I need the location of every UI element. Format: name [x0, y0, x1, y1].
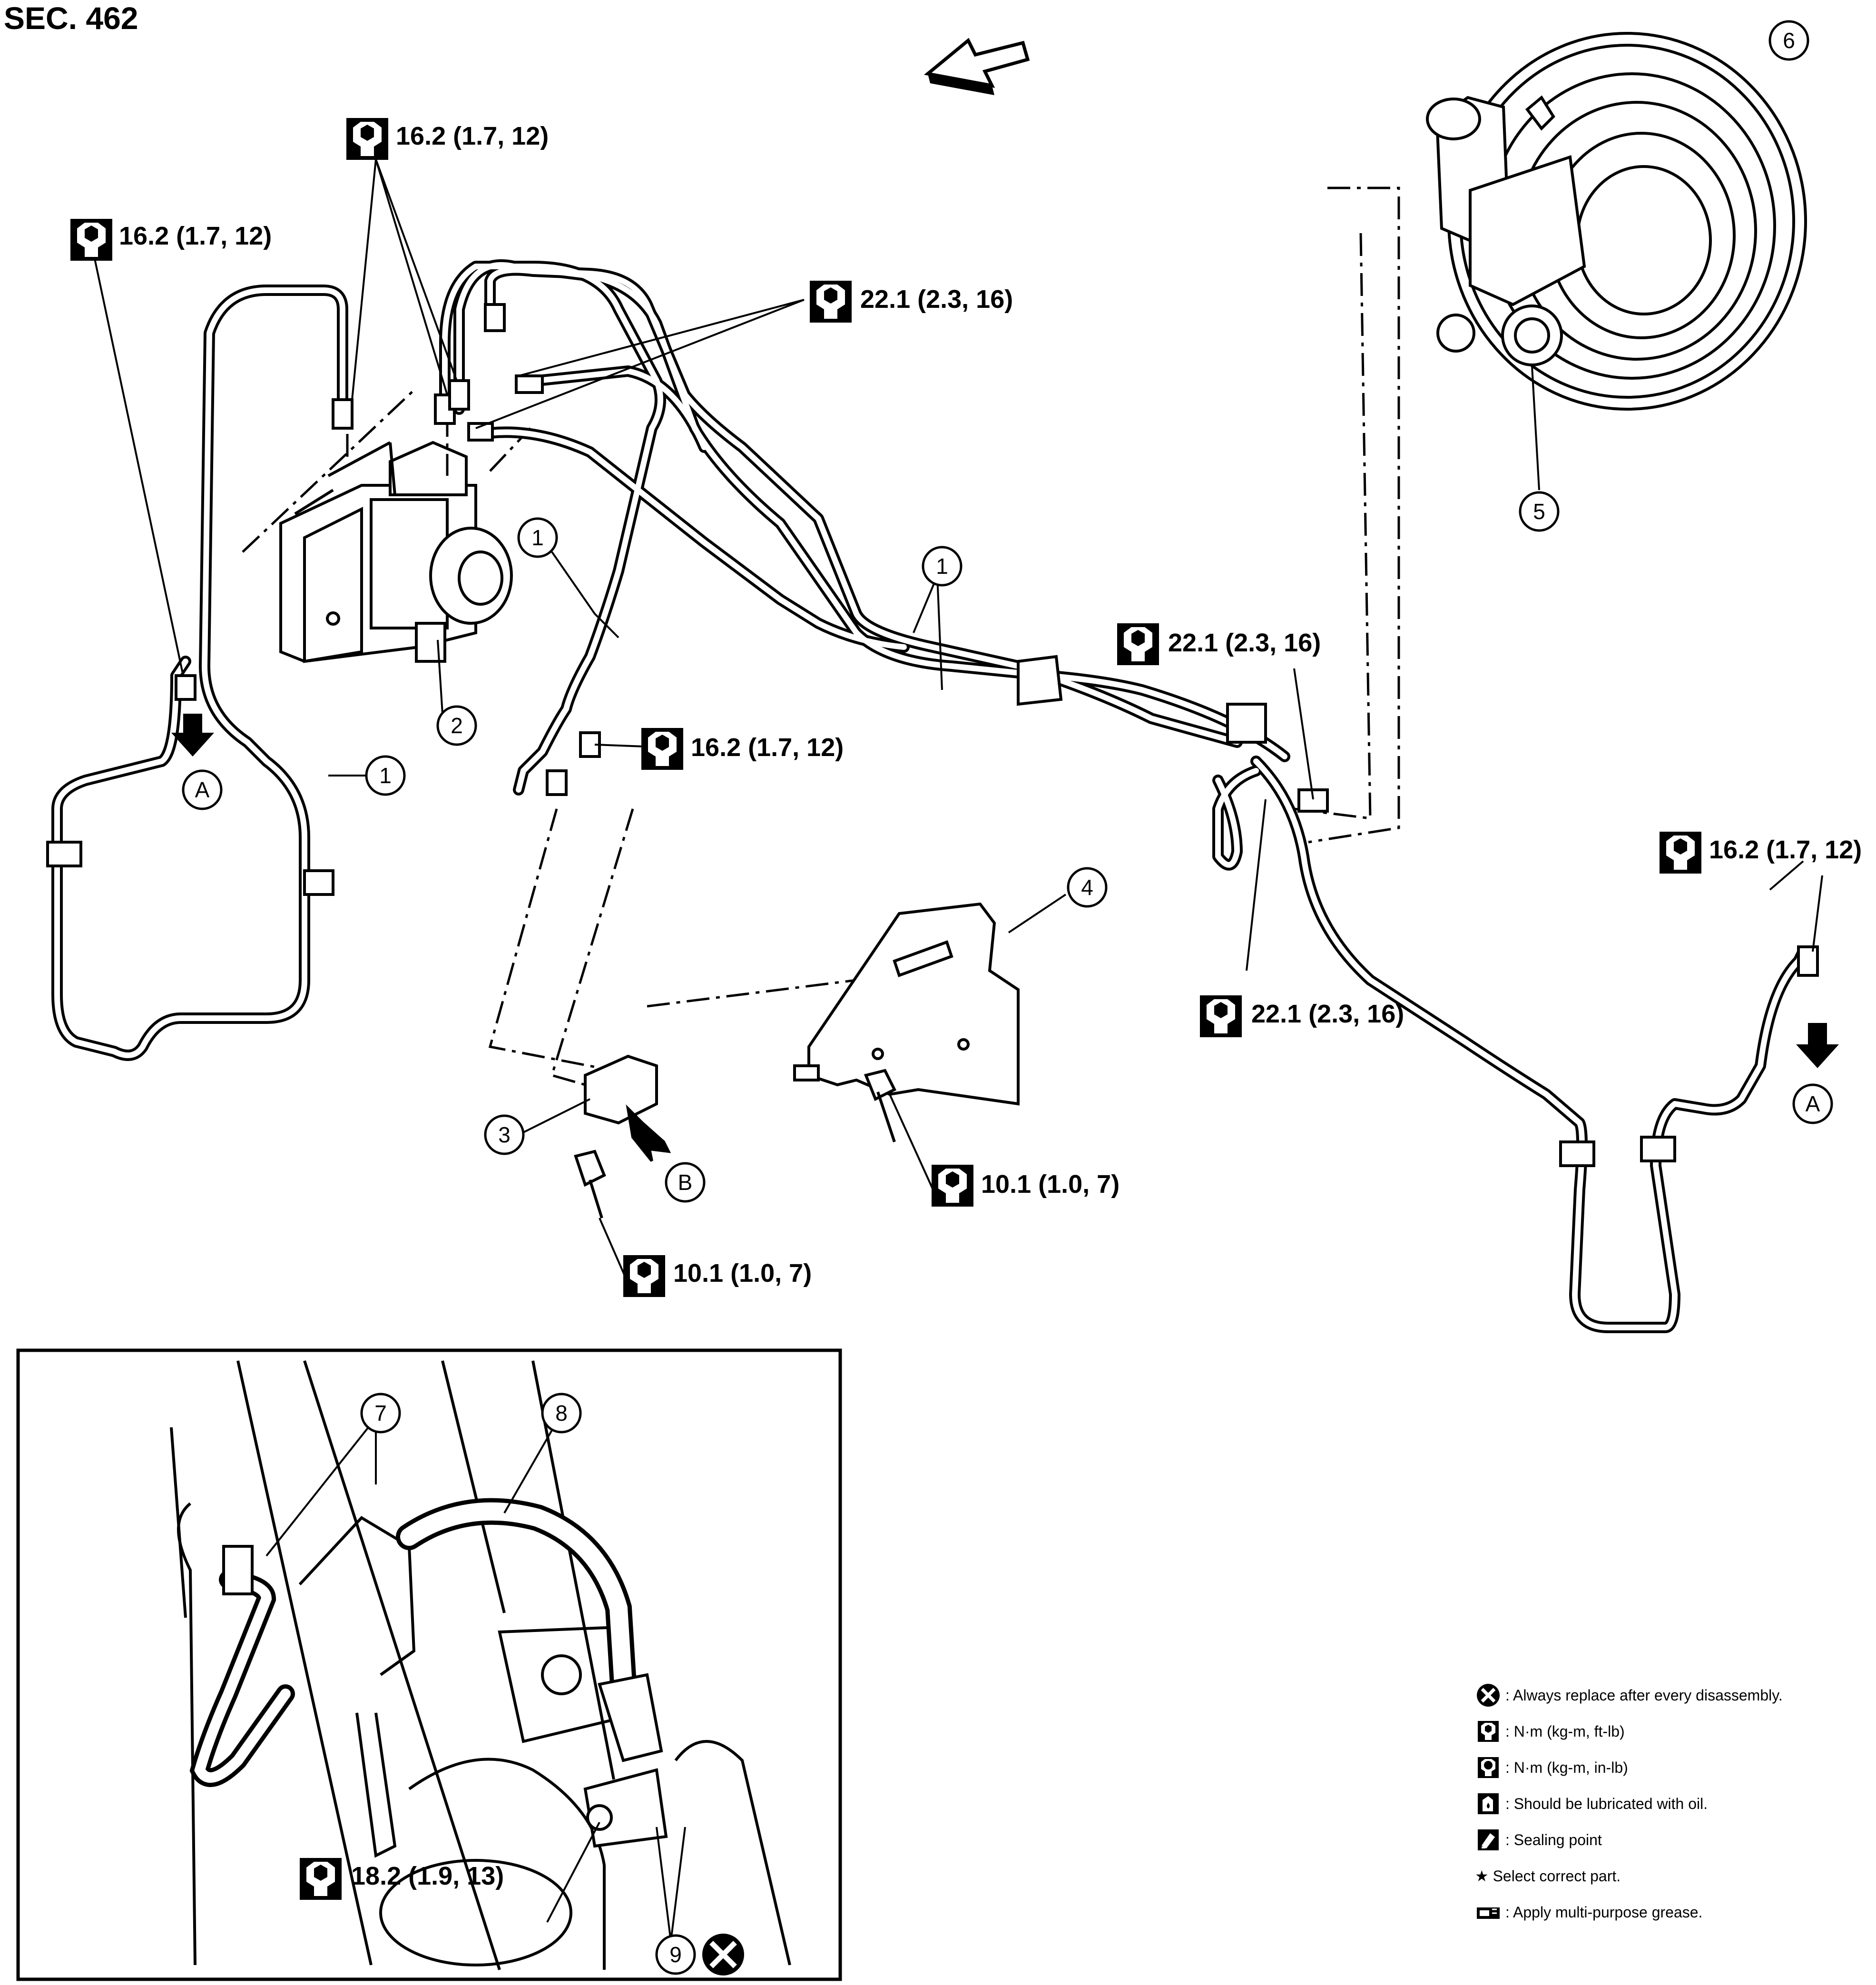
legend-text: : Apply multi-purpose grease. [1505, 1903, 1703, 1921]
callout-9: 9 [669, 1942, 682, 1967]
leader-lines [92, 159, 1823, 1295]
torque-label: 16.2 (1.7, 12) [119, 222, 272, 250]
torque-label: 16.2 (1.7, 12) [396, 122, 549, 150]
front-direction-arrow [923, 38, 1030, 95]
brake-hose-7-inner [194, 1574, 291, 1783]
callout-7: 7 [374, 1401, 387, 1425]
legend-text: : Sealing point [1505, 1831, 1602, 1848]
legend-text: ★ Select correct part. [1475, 1867, 1621, 1885]
callout-6: 6 [1783, 28, 1795, 53]
callout-labels: 1 1 1 2 3 4 5 6 7 8 9 A A B [195, 28, 1820, 1967]
wrench-icon [932, 1165, 973, 1207]
detail-inset-frame [16, 1348, 842, 1981]
bolts [574, 1064, 897, 1219]
legend-text: : N·m (kg-m, ft-lb) [1505, 1722, 1625, 1740]
symbol-legend: : Always replace after every disassembly… [1475, 1677, 1870, 1930]
wrench-icon [623, 1255, 665, 1297]
callout-1-upper: 1 [531, 525, 544, 550]
sealing-point-icon [1475, 1827, 1502, 1853]
torque-label: 22.1 (2.3, 16) [1168, 629, 1321, 657]
wrench-icon [300, 1858, 342, 1900]
callout-circles [182, 20, 1833, 1975]
master-cylinder [1426, 95, 1586, 366]
tube-clips [46, 655, 1676, 1167]
brake-tubes-inner [54, 262, 1806, 1330]
wrench-icon [1117, 623, 1159, 665]
bracket-3 [584, 1054, 671, 1162]
section-label: SEC. 462 [4, 0, 138, 36]
callout-8: 8 [555, 1401, 568, 1425]
wrench-icon [70, 219, 112, 261]
replace-x-icon [1475, 1682, 1502, 1709]
wrench-icon [641, 728, 683, 770]
torque-label: 10.1 (1.0, 7) [981, 1170, 1120, 1199]
legend-row: : Sealing point [1475, 1822, 1870, 1858]
legend-text: : Should be lubricated with oil. [1505, 1795, 1708, 1812]
arrow-a-right [1796, 1023, 1839, 1068]
legend-row: ★ Select correct part. [1475, 1858, 1870, 1894]
callout-2: 2 [451, 713, 463, 738]
arrow-a-left [171, 714, 214, 757]
legend-row: : Always replace after every disassembly… [1475, 1677, 1870, 1713]
torque-label: 22.1 (2.3, 16) [860, 285, 1013, 314]
oil-lubricate-icon [1475, 1790, 1502, 1817]
callout-1-lower: 1 [379, 763, 392, 788]
wrench-icon [346, 118, 388, 160]
brake-tubes [51, 259, 1809, 1333]
torque-label: 16.2 (1.7, 12) [691, 733, 844, 762]
grease-icon [1475, 1899, 1502, 1926]
legend-text: : N·m (kg-m, in-lb) [1505, 1759, 1628, 1776]
wrench-icon [1660, 832, 1701, 874]
flare-nuts [175, 303, 1819, 977]
torque-nm-inlb-icon [1475, 1754, 1502, 1781]
replace-x-icon [702, 1934, 744, 1975]
torque-nm-ftlb-icon [1475, 1718, 1502, 1745]
torque-label: 18.2 (1.9, 13) [351, 1862, 504, 1890]
legend-row: : N·m (kg-m, in-lb) [1475, 1749, 1870, 1786]
callout-a-right: A [1806, 1091, 1820, 1116]
bracket [807, 902, 1020, 1106]
legend-row: : N·m (kg-m, ft-lb) [1475, 1713, 1870, 1749]
callout-5: 5 [1533, 499, 1545, 524]
wrench-icon [1200, 995, 1242, 1037]
legend-row: : Apply multi-purpose grease. [1475, 1894, 1870, 1930]
callout-4: 4 [1081, 875, 1093, 900]
legend-row: : Should be lubricated with oil. [1475, 1786, 1870, 1822]
union-bolt [222, 1545, 668, 1848]
detail-inset-drawing [170, 1360, 791, 1970]
abs-actuator [279, 441, 513, 663]
torque-label: 10.1 (1.0, 7) [673, 1259, 812, 1287]
brake-hose-8-inner [400, 1502, 632, 1693]
torque-label: 22.1 (2.3, 16) [1251, 1000, 1405, 1028]
callout-1-middle: 1 [936, 554, 948, 579]
legend-text: : Always replace after every disassembly… [1505, 1686, 1783, 1704]
callout-3: 3 [498, 1122, 511, 1147]
callout-a-left: A [195, 777, 210, 802]
wrench-icon [810, 281, 852, 323]
callout-b: B [678, 1170, 693, 1195]
torque-label: 16.2 (1.7, 12) [1709, 835, 1862, 864]
